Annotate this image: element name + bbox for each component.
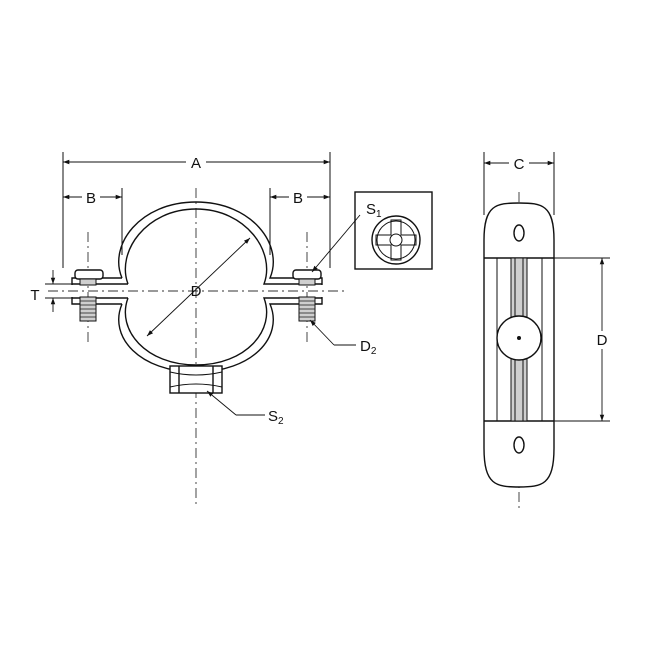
clamp-inner-band bbox=[72, 208, 322, 366]
dimension-A bbox=[62, 152, 331, 268]
bottom-hole bbox=[513, 436, 525, 454]
dimension-B-right bbox=[269, 188, 330, 255]
label-D2: D2 bbox=[360, 338, 377, 357]
label-D-side: D bbox=[597, 332, 608, 349]
right-screw bbox=[292, 269, 322, 322]
side-view bbox=[483, 192, 555, 508]
left-screw bbox=[74, 269, 104, 322]
cross-recess-icon bbox=[375, 219, 417, 261]
dimension-D-diagonal bbox=[146, 237, 251, 337]
clamp-outer-band bbox=[71, 201, 323, 373]
label-S2: S2 bbox=[268, 408, 284, 427]
label-B-right: B bbox=[293, 190, 303, 207]
label-T: T bbox=[30, 287, 39, 304]
label-B-left: B bbox=[86, 190, 96, 207]
top-hole bbox=[513, 224, 525, 242]
label-D-front: D bbox=[191, 283, 202, 300]
bottom-nut bbox=[169, 365, 223, 394]
dimension-D-side bbox=[544, 257, 611, 422]
dimension-C bbox=[483, 152, 555, 215]
screw-head-detail bbox=[311, 191, 433, 273]
label-A: A bbox=[191, 155, 201, 172]
label-C: C bbox=[514, 156, 525, 173]
dimension-T bbox=[45, 270, 72, 312]
front-view bbox=[48, 188, 348, 505]
label-S1: S1 bbox=[366, 201, 382, 220]
dimension-B-left bbox=[63, 188, 123, 255]
